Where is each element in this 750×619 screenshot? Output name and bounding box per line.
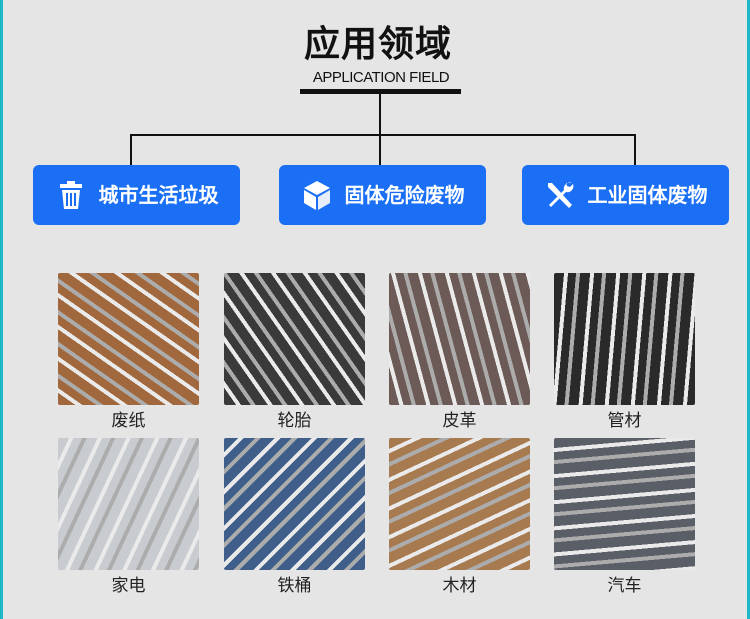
category-municipal-waste[interactable]: 城市生活垃圾	[33, 165, 240, 225]
item-label: 汽车	[607, 576, 642, 596]
tree-connector	[130, 134, 132, 165]
item-label: 废纸	[111, 411, 146, 431]
title-underline	[300, 89, 461, 94]
item-image	[554, 273, 695, 405]
item-image	[389, 438, 530, 570]
category-industrial-waste[interactable]: 工业固体废物	[522, 165, 729, 225]
item-image	[224, 438, 365, 570]
item-image	[389, 273, 530, 405]
item-image	[58, 273, 199, 405]
tools-icon	[547, 182, 573, 208]
tree-connector	[634, 134, 636, 165]
tree-connector	[379, 94, 381, 165]
page-subtitle: APPLICATION FIELD	[312, 69, 450, 86]
category-hazardous-waste[interactable]: 固体危险废物	[279, 165, 486, 225]
item-label: 铁桶	[277, 576, 312, 596]
item-label: 木材	[442, 576, 477, 596]
item-image	[554, 438, 695, 570]
category-label: 城市生活垃圾	[98, 183, 219, 207]
item-label: 轮胎	[277, 411, 312, 431]
trash-icon	[59, 181, 82, 209]
item-image	[224, 273, 365, 405]
item-label: 管材	[607, 411, 642, 431]
cube-icon	[303, 181, 330, 210]
category-label: 工业固体废物	[587, 183, 708, 207]
item-label: 皮革	[442, 411, 477, 431]
page-title: 应用领域	[303, 24, 452, 65]
tree-connector	[130, 134, 636, 136]
item-image	[58, 438, 199, 570]
item-label: 家电	[111, 576, 146, 596]
category-label: 固体危险废物	[344, 183, 465, 207]
